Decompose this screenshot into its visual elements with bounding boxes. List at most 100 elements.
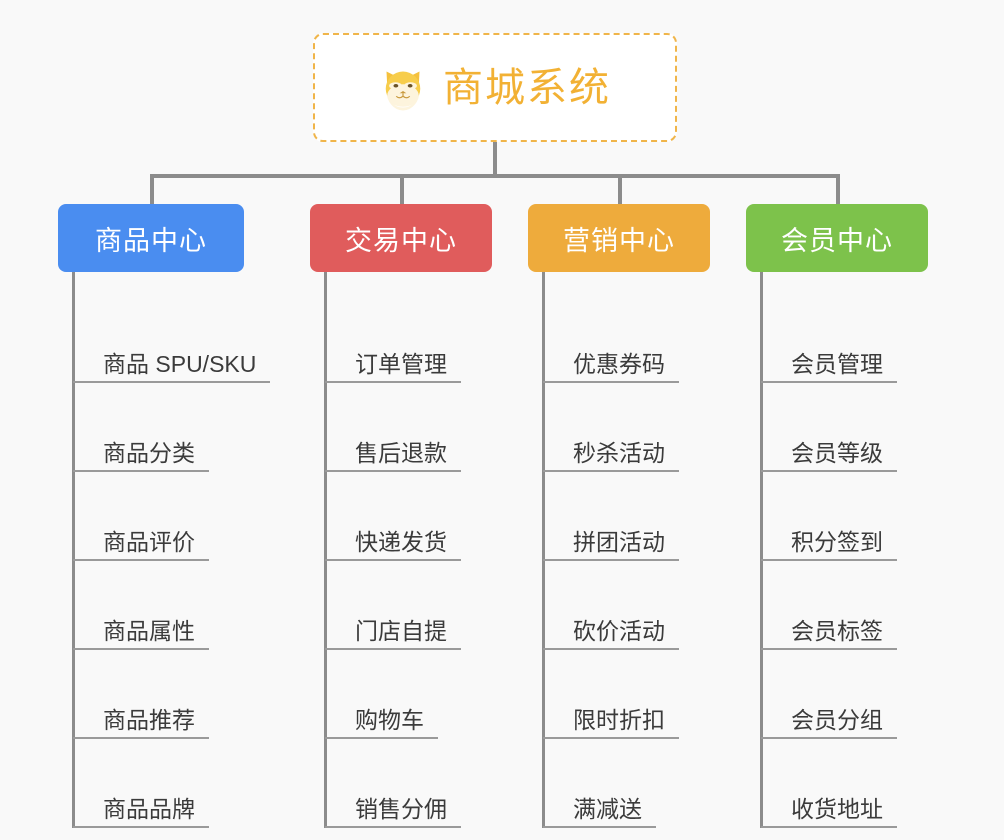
leaf-label: 会员等级 (791, 439, 883, 466)
leaf-underline (73, 737, 209, 739)
list-item[interactable]: 商品 SPU/SKU (58, 294, 271, 383)
leaf-label: 收货地址 (791, 795, 883, 822)
column-交易中心: 交易中心 订单管理 售后退款 快递发货 门店自提 购物车 (310, 204, 492, 828)
leaf-label: 商品推荐 (103, 706, 195, 733)
leaf-label: 购物车 (355, 706, 424, 733)
category-box-3[interactable]: 营销中心 (528, 204, 710, 272)
leaf-underline (325, 648, 461, 650)
leaf-label: 会员管理 (791, 350, 883, 377)
leaf-list-4: 会员管理 会员等级 积分签到 会员标签 会员分组 收货地址 (746, 272, 928, 828)
category-box-2[interactable]: 交易中心 (310, 204, 492, 272)
leaf-rail-2 (324, 272, 327, 828)
leaf-list-3: 优惠券码 秒杀活动 拼团活动 砍价活动 限时折扣 满减送 (528, 272, 710, 828)
list-item[interactable]: 收货地址 (746, 739, 928, 828)
connector-horizontal-bus (150, 174, 840, 178)
leaf-label: 秒杀活动 (573, 439, 665, 466)
leaf-list-1: 商品 SPU/SKU 商品分类 商品评价 商品属性 商品推荐 商品品牌 (58, 272, 271, 828)
list-item[interactable]: 会员等级 (746, 383, 928, 472)
leaf-label: 商品属性 (103, 617, 195, 644)
category-box-4[interactable]: 会员中心 (746, 204, 928, 272)
leaf-underline (325, 826, 461, 828)
list-item[interactable]: 商品属性 (58, 561, 244, 650)
leaf-underline (543, 381, 679, 383)
column-商品中心: 商品中心 商品 SPU/SKU 商品分类 商品评价 商品属性 商品推荐 (58, 204, 271, 828)
list-item[interactable]: 拼团活动 (528, 472, 710, 561)
category-label-4: 会员中心 (781, 225, 893, 256)
leaf-label: 满减送 (573, 795, 642, 822)
leaf-underline (73, 381, 271, 383)
list-item[interactable]: 商品品牌 (58, 739, 244, 828)
list-item[interactable]: 销售分佣 (310, 739, 492, 828)
list-item[interactable]: 限时折扣 (528, 650, 710, 739)
leaf-underline (543, 737, 679, 739)
leaf-label: 积分签到 (791, 528, 883, 555)
leaf-label: 订单管理 (355, 350, 447, 377)
list-item[interactable]: 秒杀活动 (528, 383, 710, 472)
leaf-underline (761, 826, 897, 828)
leaf-underline (761, 470, 897, 472)
leaf-underline (543, 470, 679, 472)
leaf-label: 商品评价 (103, 528, 195, 555)
connector-drop-2 (400, 174, 404, 206)
list-item[interactable]: 积分签到 (746, 472, 928, 561)
list-item[interactable]: 购物车 (310, 650, 492, 739)
leaf-label: 销售分佣 (355, 795, 447, 822)
connector-root-stem (493, 142, 497, 176)
leaf-underline (325, 559, 461, 561)
list-item[interactable]: 会员管理 (746, 294, 928, 383)
category-box-1[interactable]: 商品中心 (58, 204, 244, 272)
leaf-label: 快递发货 (355, 528, 447, 555)
leaf-underline (543, 648, 679, 650)
connector-drop-1 (150, 174, 154, 206)
root-node-title: 商城系统 (443, 65, 611, 110)
list-item[interactable]: 砍价活动 (528, 561, 710, 650)
leaf-underline (761, 559, 897, 561)
leaf-label: 会员分组 (791, 706, 883, 733)
leaf-label: 优惠券码 (573, 350, 665, 377)
root-node-content: 商城系统 (379, 64, 611, 112)
leaf-label: 商品品牌 (103, 795, 195, 822)
list-item[interactable]: 快递发货 (310, 472, 492, 561)
leaf-underline (325, 470, 461, 472)
list-item[interactable]: 优惠券码 (528, 294, 710, 383)
root-node-card[interactable]: 商城系统 (313, 33, 677, 142)
leaf-underline (761, 737, 897, 739)
list-item[interactable]: 商品分类 (58, 383, 244, 472)
category-label-2: 交易中心 (345, 225, 457, 256)
list-item[interactable]: 门店自提 (310, 561, 492, 650)
leaf-underline (73, 559, 209, 561)
leaf-label: 商品 SPU/SKU (103, 350, 257, 377)
category-label-3: 营销中心 (563, 225, 675, 256)
leaf-underline (325, 381, 461, 383)
leaf-label: 售后退款 (355, 439, 447, 466)
leaf-rail-1 (72, 272, 75, 828)
shiba-dog-icon (385, 71, 421, 110)
connector-drop-4 (836, 174, 840, 206)
list-item[interactable]: 会员标签 (746, 561, 928, 650)
leaf-label: 门店自提 (355, 617, 447, 644)
column-营销中心: 营销中心 优惠券码 秒杀活动 拼团活动 砍价活动 限时折扣 (528, 204, 710, 828)
connector-drop-3 (618, 174, 622, 206)
leaf-underline (73, 826, 209, 828)
leaf-label: 商品分类 (103, 439, 195, 466)
leaf-label: 会员标签 (791, 617, 883, 644)
list-item[interactable]: 商品推荐 (58, 650, 244, 739)
leaf-underline (543, 559, 679, 561)
list-item[interactable]: 会员分组 (746, 650, 928, 739)
category-label-1: 商品中心 (95, 225, 207, 256)
leaf-rail-3 (542, 272, 545, 828)
list-item[interactable]: 订单管理 (310, 294, 492, 383)
leaf-underline (73, 470, 209, 472)
leaf-list-2: 订单管理 售后退款 快递发货 门店自提 购物车 销售分佣 (310, 272, 492, 828)
leaf-underline (543, 826, 656, 828)
list-item[interactable]: 售后退款 (310, 383, 492, 472)
list-item[interactable]: 满减送 (528, 739, 710, 828)
leaf-underline (73, 648, 209, 650)
leaf-label: 拼团活动 (573, 528, 665, 555)
list-item[interactable]: 商品评价 (58, 472, 244, 561)
leaf-underline (761, 648, 897, 650)
column-会员中心: 会员中心 会员管理 会员等级 积分签到 会员标签 会员分组 (746, 204, 928, 828)
leaf-underline (761, 381, 897, 383)
leaf-label: 砍价活动 (573, 617, 665, 644)
